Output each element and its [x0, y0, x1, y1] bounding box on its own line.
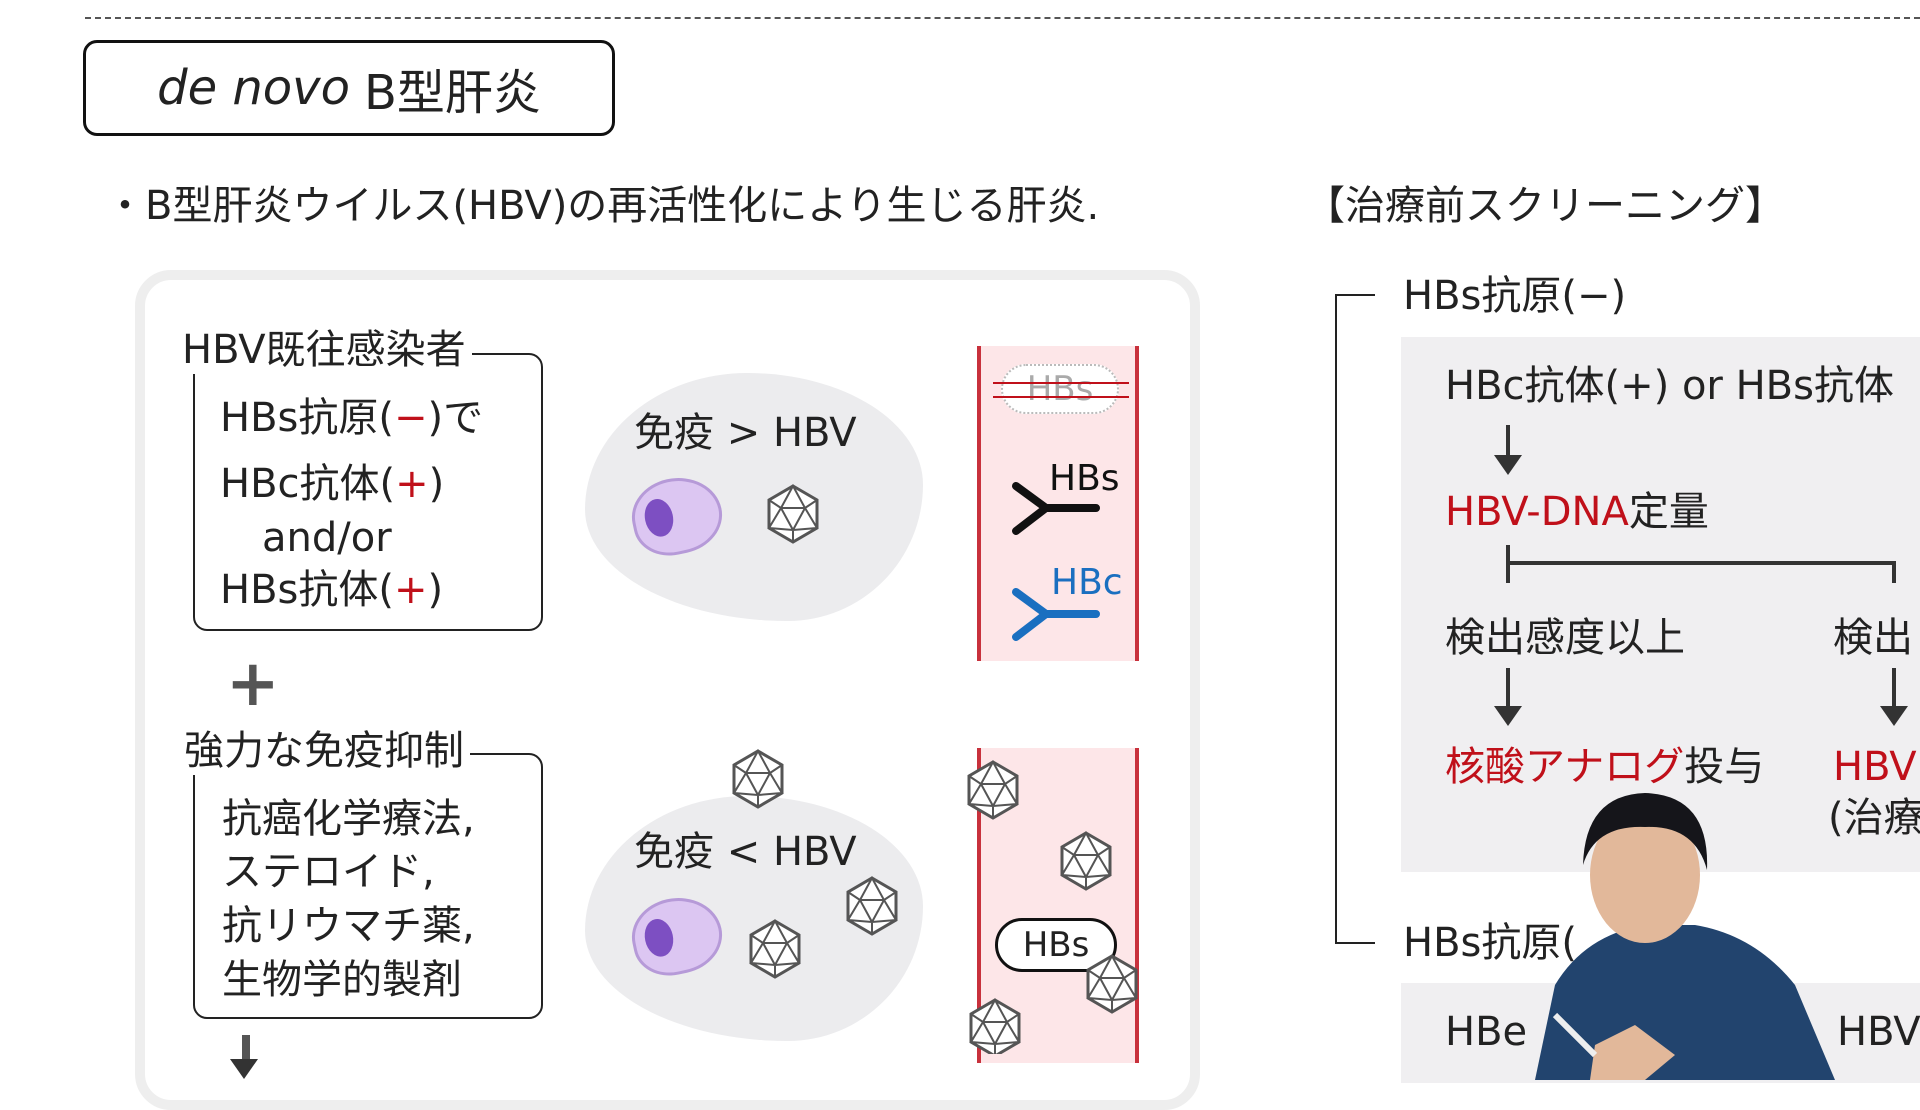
branch-line: [1892, 561, 1896, 583]
group2-line: 抗癌化学療法,: [222, 796, 475, 842]
title-italic: de novo: [157, 60, 350, 116]
hbv-virus-icon: [1060, 831, 1112, 891]
dna-quant: HBV-DNA定量: [1445, 489, 1709, 535]
branch1-box: [1401, 337, 1920, 872]
box2-left: HBe: [1445, 1009, 1528, 1055]
hbv-virus-icon: [846, 876, 898, 936]
liver2-text: 免疫 < HBV: [634, 829, 857, 875]
hbv-virus-icon: [969, 998, 1021, 1054]
group1-line: HBs抗体(+): [220, 567, 444, 613]
hbc-antibody-label: HBc: [1051, 562, 1123, 603]
hbc-antibody-icon: [1012, 588, 1100, 641]
hbv-virus-icon: [732, 749, 784, 809]
group1-line: and/or: [262, 515, 392, 561]
down-arrow-icon: [1880, 668, 1908, 726]
group2-line: 生物学的製剤: [222, 957, 462, 1003]
screening-bracket: [1335, 294, 1375, 944]
left-action: 核酸アナログ投与: [1445, 744, 1765, 790]
down-arrow-icon: [1494, 668, 1522, 726]
group2-line: ステロイド,: [222, 849, 435, 895]
right-action: HBV: [1833, 744, 1917, 790]
screening-heading: 【治療前スクリーニング】: [1305, 183, 1785, 229]
group1-line: HBs抗原(−)で: [220, 395, 484, 441]
left-result: 検出感度以上: [1445, 615, 1685, 661]
group2-label: 強力な免疫抑制: [184, 727, 470, 775]
hbv-virus-icon: [749, 919, 801, 979]
title-text: B型肝炎: [363, 65, 541, 121]
branch-line: [1506, 561, 1896, 565]
right-action-sub: (治療: [1828, 795, 1920, 841]
hbs-antigen-pill: HBs: [995, 918, 1117, 972]
group2-line: 抗リウマチ薬,: [222, 903, 475, 949]
hbv-virus-icon: [1086, 954, 1138, 1014]
hbs-antibody-icon: [1012, 482, 1100, 535]
hbv-virus-icon: [967, 760, 1019, 820]
hbv-virus-icon: [767, 484, 819, 544]
hbs-antibody-label: HBs: [1049, 458, 1120, 499]
right-result: 検出: [1833, 615, 1913, 661]
down-arrow-icon: [1494, 425, 1522, 475]
branch2-label: HBs抗原(: [1403, 920, 1577, 966]
strike-line: [993, 382, 1129, 384]
group1-line: HBc抗体(+): [220, 461, 445, 507]
bullet-text: ・B型肝炎ウイルス(HBV)の再活性化により生じる肝炎.: [105, 183, 1100, 229]
branch1-label: HBs抗原(−): [1403, 273, 1627, 319]
group1-label: HBV既往感染者: [182, 326, 472, 374]
box2-right: HBV: [1837, 1009, 1920, 1055]
screening-line1: HBc抗体(+) or HBs抗体: [1445, 363, 1894, 409]
presenter-video: [1535, 793, 1835, 1080]
dashed-divider: [85, 17, 1920, 19]
blood-column: HBs HBs HBc: [977, 346, 1139, 661]
liver1-text: 免疫 > HBV: [634, 410, 857, 456]
crossed-hbs-antigen: HBs: [1001, 364, 1119, 414]
plus-icon: +: [226, 647, 280, 721]
strike-line: [993, 396, 1129, 398]
down-arrow-icon: [230, 1035, 258, 1079]
